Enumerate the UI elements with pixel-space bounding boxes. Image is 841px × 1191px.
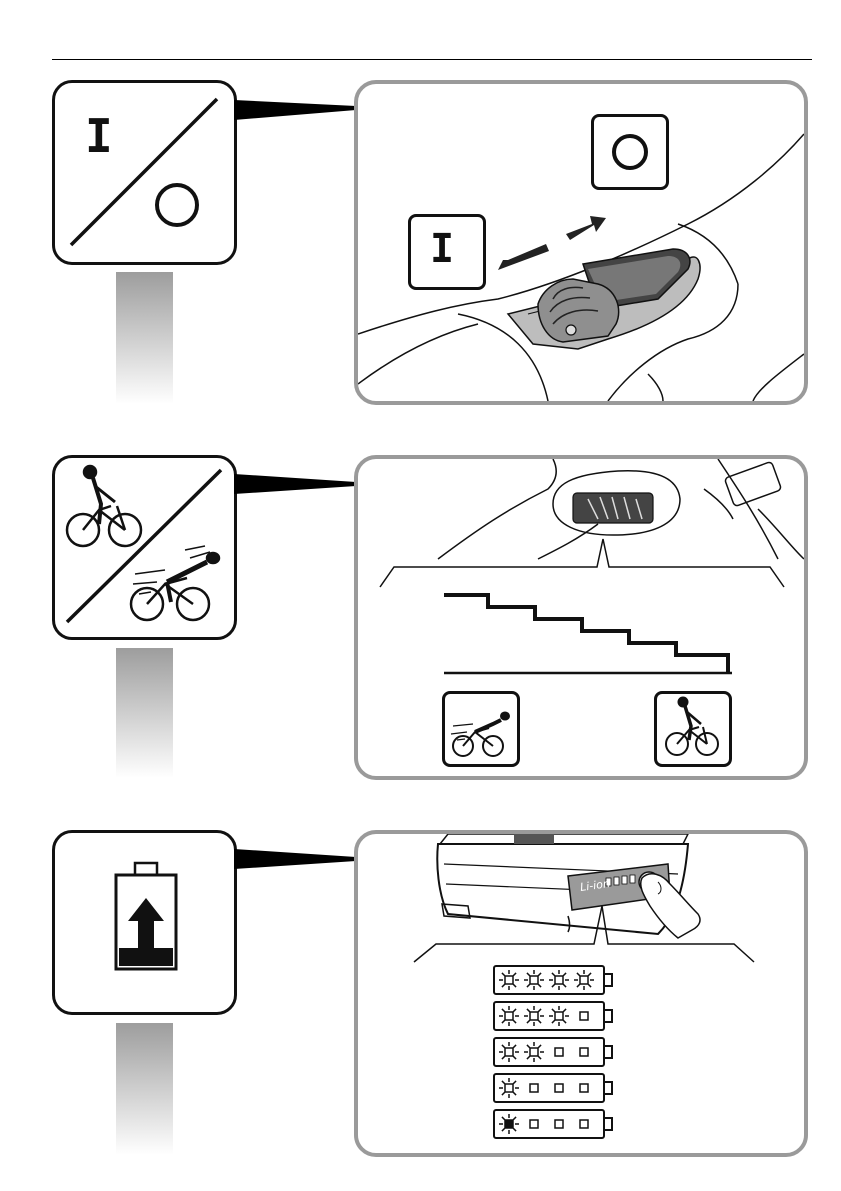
led-off-icon [555, 1084, 563, 1092]
charge-level-list [492, 964, 622, 1144]
slow-fast-cyclist-icon [55, 458, 234, 637]
off-label-box [591, 114, 669, 190]
led-lit-icon [524, 1006, 544, 1026]
battery-gauge-icon [492, 1036, 622, 1070]
charge-level-row [492, 1072, 622, 1108]
header-rule [52, 59, 812, 60]
battery-gauge-icon [492, 1072, 622, 1106]
led-off-icon [555, 1120, 563, 1128]
progress-gradient-bar [116, 272, 173, 404]
on-symbol: I [85, 113, 113, 159]
fast-cyclist-icon [131, 546, 219, 620]
led-lit-icon [524, 970, 544, 990]
battery-gauge-icon [492, 1000, 622, 1034]
charge-level-row [492, 1108, 622, 1144]
progress-gradient-bar [116, 1023, 173, 1155]
led-off-icon [580, 1120, 588, 1128]
callout-pointer [234, 474, 358, 498]
led-lit-icon [574, 970, 594, 990]
battery-symbol-box [52, 830, 237, 1015]
fast-speed-box [442, 691, 520, 767]
on-label-box: I [408, 214, 486, 290]
led-off-icon [530, 1084, 538, 1092]
speed-illustration-panel [354, 455, 808, 780]
led-lit-icon [499, 970, 519, 990]
speed-symbol-box [52, 455, 237, 640]
callout-pointer [234, 100, 358, 124]
progress-gradient-bar [116, 648, 173, 778]
on-label: I [430, 229, 454, 269]
led-off-icon [580, 1084, 588, 1092]
charge-level-row [492, 1000, 622, 1036]
battery-illustration-panel: Li-ion [354, 830, 808, 1157]
battery-gauge-icon [492, 964, 622, 998]
battery-charge-indicator-icon [55, 833, 234, 1012]
charge-level-row [492, 1036, 622, 1072]
led-lit-icon [499, 1042, 519, 1062]
on-off-icon [55, 83, 234, 262]
off-label-circle [612, 134, 648, 170]
callout-pointer [234, 849, 358, 873]
led-off-icon [580, 1012, 588, 1020]
led-lit-icon [549, 970, 569, 990]
led-lit-icon [524, 1042, 544, 1062]
fast-cyclist-icon [445, 694, 517, 764]
led-blinking-icon [499, 1114, 519, 1134]
on-off-symbol-box: I [52, 80, 237, 265]
slow-speed-box [654, 691, 732, 767]
led-lit-icon [499, 1006, 519, 1026]
charge-level-row [492, 964, 622, 1000]
led-off-icon [530, 1120, 538, 1128]
switch-illustration-panel: I [354, 80, 808, 405]
slow-cyclist-icon [67, 466, 141, 546]
speed-dial-illustration [358, 459, 804, 776]
slow-cyclist-icon [657, 694, 729, 764]
led-lit-icon [549, 1006, 569, 1026]
led-off-icon [555, 1048, 563, 1056]
battery-gauge-icon [492, 1108, 622, 1142]
off-symbol-circle [155, 183, 199, 227]
speed-level-steps [444, 595, 728, 673]
led-off-icon [580, 1048, 588, 1056]
led-lit-icon [499, 1078, 519, 1098]
